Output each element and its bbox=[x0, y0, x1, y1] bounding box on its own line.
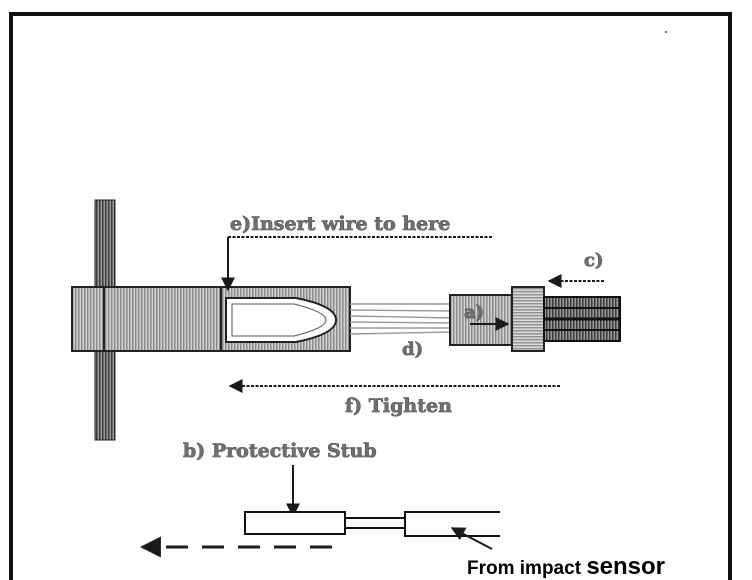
label-e: e)Insert wire to here bbox=[230, 213, 450, 235]
terminal-cavity-inner bbox=[231, 303, 327, 337]
label-from-prefix: From impact bbox=[467, 558, 586, 579]
insert-wire-pointer bbox=[221, 236, 492, 292]
label-a: a) bbox=[464, 302, 484, 323]
arrow-from-sensor bbox=[450, 527, 493, 550]
label-c: c) bbox=[584, 250, 603, 271]
protective-stub bbox=[244, 511, 346, 535]
terminal-cavity bbox=[225, 297, 338, 343]
label-from-sensor: From impact sensor bbox=[467, 553, 665, 580]
label-sensor-word: sensor bbox=[586, 553, 665, 580]
sensor-sleeve bbox=[404, 511, 500, 537]
label-b: b) Protective Stub bbox=[183, 440, 377, 462]
label-f: f) Tighten bbox=[345, 395, 452, 417]
wire-strands bbox=[349, 303, 453, 335]
diagram-frame bbox=[9, 12, 732, 580]
plug-body bbox=[511, 286, 545, 352]
speck bbox=[665, 31, 667, 33]
label-d: d) bbox=[402, 339, 423, 360]
